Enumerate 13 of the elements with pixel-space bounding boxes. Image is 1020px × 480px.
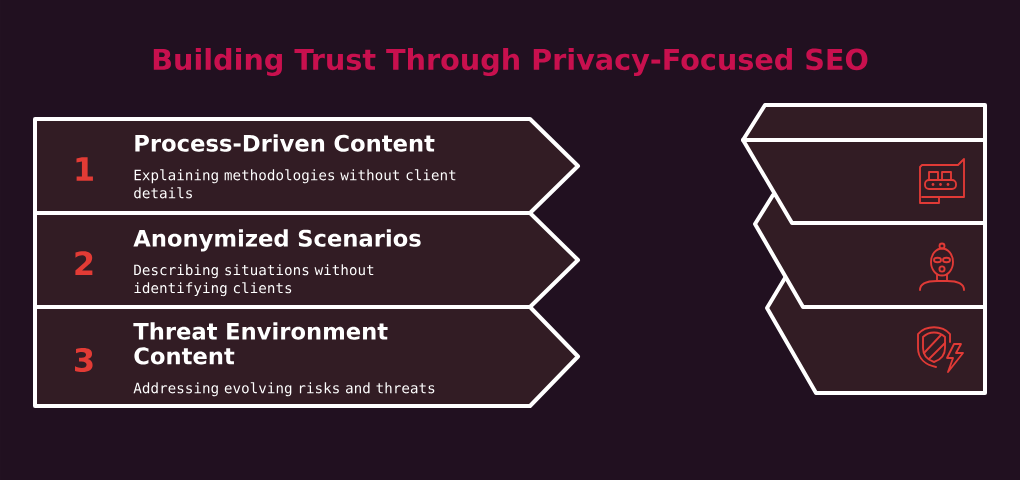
arrow-box	[33, 117, 580, 215]
step-description: Explaining methodologies without client details	[134, 169, 456, 199]
step-number: 1	[76, 157, 93, 181]
step-heading: Anonymized Scenarios	[133, 229, 421, 252]
arrow-box	[33, 305, 580, 408]
step-heading: Process-Driven Content	[135, 134, 435, 152]
title: Building Trust Through Privacy-Focused SEO	[153, 48, 868, 76]
step-description: Addressing evolving risks and threats	[133, 382, 435, 397]
step-description: Describing situations without identifying clients	[134, 264, 374, 297]
step-heading: Threat Environment Content	[133, 322, 388, 365]
arrow-box	[33, 211, 580, 309]
step-number: 2	[75, 251, 93, 275]
step-number: 3	[75, 347, 93, 373]
